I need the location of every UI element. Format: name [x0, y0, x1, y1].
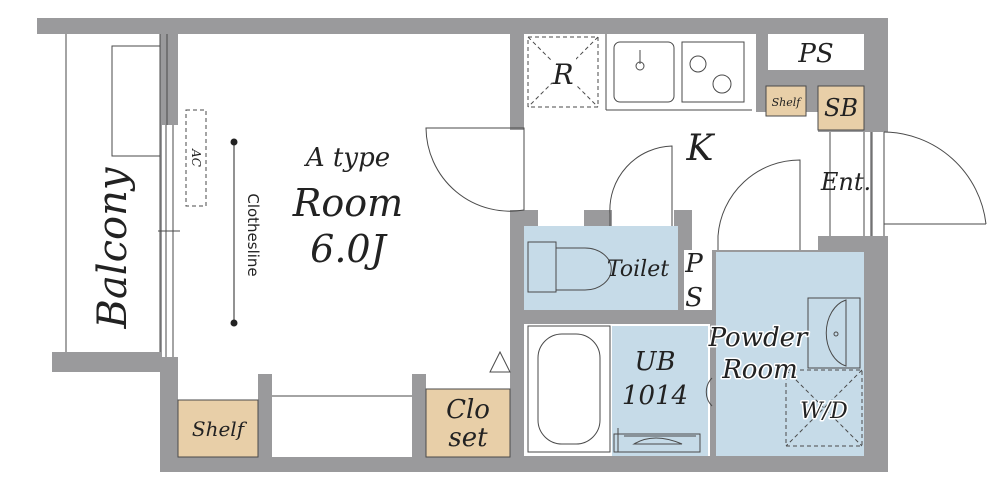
toilet-label: Toilet: [607, 257, 669, 282]
room-door: [425, 127, 526, 212]
bath-door: [705, 377, 713, 407]
ps-top-label: PS: [797, 39, 833, 69]
room-label: Room: [292, 181, 403, 225]
entrance-label: Ent.: [820, 168, 871, 196]
clothesline-label: Clothesline: [244, 193, 262, 276]
toilet-door: [538, 145, 674, 226]
kitchen-shelf: [765, 85, 807, 117]
ps-side-s-label: S: [685, 283, 703, 313]
toilet-fixture-icon: [527, 241, 612, 293]
ps-shaft: [684, 250, 712, 310]
powder-room: [716, 252, 864, 456]
washer-dryer-label: W/D: [800, 399, 848, 424]
refrigerator-label: R: [551, 58, 573, 91]
powder-room-label-2: Room: [721, 355, 798, 385]
closet-label-1: Clo: [446, 395, 490, 425]
kitchen-counter: [605, 34, 752, 111]
balcony-window: [158, 125, 180, 357]
sb-label: SB: [824, 94, 858, 122]
washer-dryer-icon: [785, 369, 863, 447]
kitchen-label: K: [686, 128, 716, 169]
room-shelf-label: Shelf: [192, 417, 248, 441]
ps-side-p-label: P: [684, 249, 703, 279]
closet-door-marker: [489, 350, 511, 373]
powder-door: [717, 159, 802, 250]
balcony: [52, 34, 168, 352]
main-room: [178, 34, 510, 372]
corridor: [692, 112, 818, 250]
ps-box: [764, 30, 868, 74]
ub-label-1: UB: [634, 347, 675, 377]
room-shelf: [177, 399, 259, 458]
shoe-box: [817, 85, 865, 131]
balcony-label: Balcony: [90, 166, 136, 329]
room-type-label: A type: [304, 143, 390, 173]
bathtub-icon: [527, 325, 701, 453]
ub-label-2: 1014: [622, 381, 688, 411]
toilet-room: [524, 226, 678, 310]
air-conditioner-icon: [185, 109, 207, 207]
entrance: [818, 132, 870, 236]
kitchen-shelf-label: Shelf: [772, 96, 803, 109]
closet-label-2: set: [448, 423, 488, 453]
room-size-label: 6.0J: [310, 227, 387, 271]
washbasin-icon: [807, 297, 861, 369]
powder-room-label-1: Powder: [708, 323, 809, 353]
refrigerator-icon: [527, 36, 599, 108]
closet: [425, 388, 511, 458]
clothesline: [230, 138, 238, 327]
ac-label: AC: [189, 148, 203, 167]
entrance-door: [871, 131, 987, 236]
